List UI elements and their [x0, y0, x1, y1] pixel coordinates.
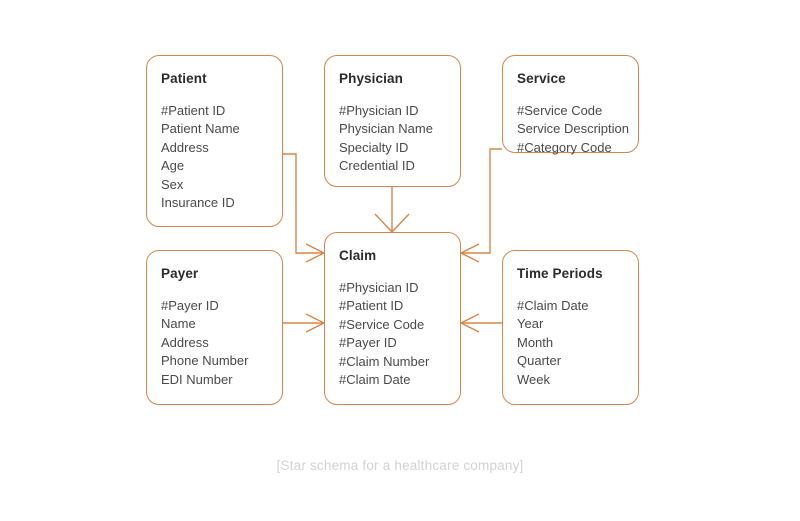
- field-item: #Service Code: [339, 316, 425, 332]
- field-list-physician: #Physician ID Physician Name Specialty I…: [339, 102, 460, 176]
- field-item: Year: [517, 316, 544, 332]
- field-item: Physician Name: [339, 121, 433, 137]
- field-item: #Payer ID: [161, 297, 219, 313]
- relationship-physician-claim: [374, 187, 410, 233]
- field-list-payer: #Payer ID Name Address Phone Number EDI …: [161, 297, 282, 390]
- entity-title-time-periods: Time Periods: [517, 266, 603, 281]
- field-item: Phone Number: [161, 353, 249, 369]
- entity-title-payer: Payer: [161, 266, 199, 281]
- entity-service[interactable]: Service #Service Code Service Descriptio…: [502, 55, 639, 155]
- entity-title-patient: Patient: [161, 71, 207, 86]
- field-item: #Payer ID: [339, 335, 397, 351]
- field-item: #Service Code: [517, 102, 603, 118]
- entity-claim[interactable]: Claim #Physician ID #Patient ID #Service…: [324, 232, 461, 405]
- entity-title-claim: Claim: [339, 248, 377, 263]
- entity-payer[interactable]: Payer #Payer ID Name Address Phone Numbe…: [146, 250, 283, 405]
- field-item: #Patient ID: [339, 298, 404, 314]
- field-item: Credential ID: [339, 158, 415, 174]
- field-item: Service Description: [517, 121, 629, 137]
- field-item: #Physician ID: [339, 279, 419, 295]
- field-list-patient: #Patient ID Patient Name Address Age Sex…: [161, 102, 282, 214]
- field-list-service: #Service Code Service Description #Categ…: [517, 102, 638, 158]
- field-item: Week: [517, 371, 550, 387]
- field-item: Name: [161, 316, 196, 332]
- diagram-caption: [Star schema for a healthcare company]: [276, 458, 524, 473]
- field-item: #Claim Date: [339, 372, 411, 388]
- field-item: Insurance ID: [161, 195, 235, 211]
- field-list-time-periods: #Claim Date Year Month Quarter Week: [517, 297, 638, 390]
- entity-title-physician: Physician: [339, 71, 403, 86]
- field-item: Quarter: [517, 353, 562, 369]
- relationship-timeperiods-claim: [460, 313, 502, 333]
- field-item: Address: [161, 139, 209, 155]
- field-item: #Patient ID: [161, 102, 226, 118]
- field-item: Month: [517, 334, 554, 350]
- field-item: EDI Number: [161, 371, 233, 387]
- field-item: #Physician ID: [339, 102, 419, 118]
- entity-title-service: Service: [517, 71, 566, 86]
- relationship-payer-claim: [283, 313, 325, 333]
- field-item: Sex: [161, 176, 184, 192]
- entity-time-periods[interactable]: Time Periods #Claim Date Year Month Quar…: [502, 250, 639, 405]
- field-item: #Claim Date: [517, 297, 589, 313]
- field-list-claim: #Physician ID #Patient ID #Service Code …: [339, 279, 460, 391]
- field-item: #Category Code: [517, 139, 612, 155]
- field-item: #Claim Number: [339, 353, 430, 369]
- field-item: Address: [161, 334, 209, 350]
- entity-physician[interactable]: Physician #Physician ID Physician Name S…: [324, 55, 461, 187]
- field-item: Age: [161, 158, 185, 174]
- relationship-patient-claim: [283, 153, 325, 263]
- relationship-service-claim: [460, 148, 502, 263]
- field-item: Specialty ID: [339, 139, 409, 155]
- field-item: Patient Name: [161, 121, 240, 137]
- entity-patient[interactable]: Patient #Patient ID Patient Name Address…: [146, 55, 283, 227]
